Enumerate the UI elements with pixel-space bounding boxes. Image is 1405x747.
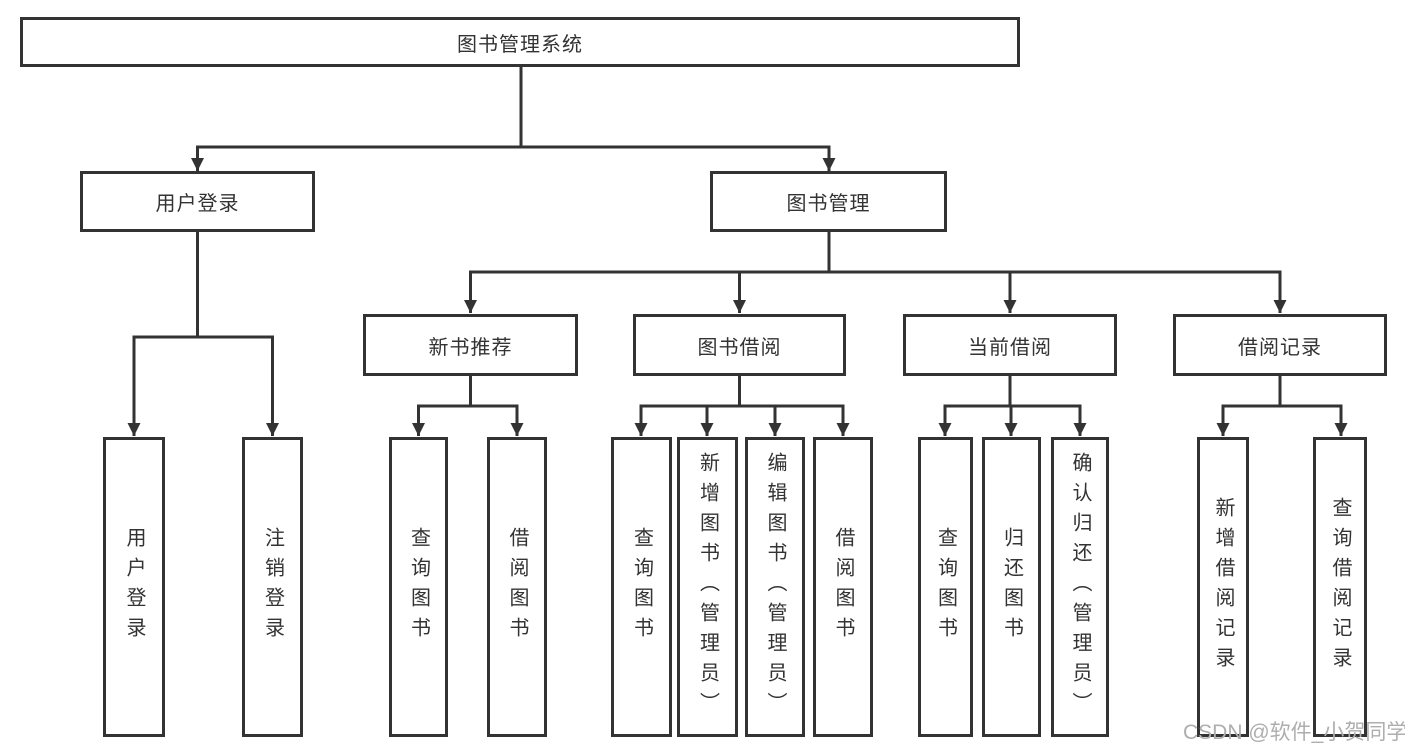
node-bb-edit: 编辑图书（管理员）: [745, 437, 805, 737]
node-borrow-records-label: 借阅记录: [1238, 336, 1322, 359]
node-cb-confirm: 确认归还（管理员）: [1051, 437, 1109, 737]
node-leaf-logout-label: 注销登录: [261, 527, 284, 647]
node-cb-query: 查询图书: [918, 437, 973, 737]
node-br-query: 查询借阅记录: [1313, 437, 1367, 737]
node-book-borrow: 图书借阅: [633, 314, 846, 376]
node-br-add-label: 新增借阅记录: [1212, 497, 1234, 677]
node-book-borrow-label: 图书借阅: [697, 336, 782, 359]
node-nb-borrow-label: 借阅图书: [506, 527, 528, 647]
connector-book-borrow-branch: [634, 376, 850, 436]
node-nb-borrow: 借阅图书: [487, 437, 547, 737]
node-bb-query-label: 查询图书: [630, 527, 653, 647]
node-user-login-label: 用户登录: [155, 193, 240, 215]
node-borrow-records: 借阅记录: [1173, 314, 1387, 376]
node-bb-borrow-label: 借阅图书: [832, 527, 854, 647]
node-cb-return-label: 归还图书: [1000, 527, 1023, 647]
node-bb-add: 新增图书（管理员）: [677, 437, 738, 737]
csdn-watermark: CSDN @软件_小贺同学: [1183, 721, 1405, 744]
node-leaf-user-login: 用户登录: [103, 437, 165, 737]
node-root: 图书管理系统: [20, 17, 1020, 67]
connector-root-branch: [191, 67, 836, 171]
connector-current-borrow-branch: [938, 376, 1087, 436]
node-bb-query: 查询图书: [611, 437, 672, 737]
connector-new-book-branch: [412, 376, 524, 436]
node-bb-borrow: 借阅图书: [813, 437, 873, 737]
node-book-mgmt-label: 图书管理: [786, 193, 871, 215]
node-cb-return: 归还图书: [982, 437, 1041, 737]
node-current-borrow-label: 当前借阅: [968, 336, 1052, 359]
node-cb-query-label: 查询图书: [934, 527, 957, 647]
connector-borrow-records-branch: [1216, 376, 1348, 436]
node-leaf-logout: 注销登录: [242, 437, 303, 737]
node-br-add: 新增借阅记录: [1197, 437, 1249, 737]
node-bb-edit-label: 编辑图书（管理员）: [764, 452, 786, 722]
connector-book-mgmt-branch: [464, 232, 1287, 313]
connector-user-login-branch: [127, 232, 279, 436]
node-current-borrow: 当前借阅: [903, 314, 1117, 376]
node-nb-query: 查询图书: [389, 437, 448, 737]
node-nb-query-label: 查询图书: [407, 527, 430, 647]
node-bb-add-label: 新增图书（管理员）: [696, 452, 719, 722]
node-new-book-label: 新书推荐: [428, 336, 513, 359]
node-leaf-user-login-label: 用户登录: [123, 527, 145, 647]
node-book-mgmt: 图书管理: [710, 171, 947, 232]
node-root-label: 图书管理系统: [457, 33, 583, 56]
node-cb-confirm-label: 确认归还（管理员）: [1069, 452, 1091, 722]
node-new-book: 新书推荐: [363, 314, 578, 376]
node-user-login: 用户登录: [80, 171, 315, 232]
node-br-query-label: 查询借阅记录: [1329, 497, 1351, 677]
